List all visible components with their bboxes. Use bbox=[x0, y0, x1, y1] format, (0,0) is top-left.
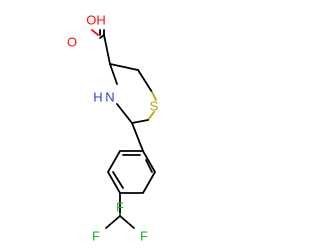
bond-n-c4 bbox=[109, 63, 118, 85]
bond-c4-c5 bbox=[109, 63, 139, 71]
bond-c2-n bbox=[116, 103, 133, 124]
bond-s-c2 bbox=[131, 119, 149, 124]
trifluoromethyl-group bbox=[105, 213, 135, 229]
bond-c5-s bbox=[137, 69, 153, 93]
hydroxyl-label: OH bbox=[86, 13, 106, 28]
amine-hydrogen-label: H bbox=[93, 90, 102, 105]
nitrogen-label: N bbox=[105, 90, 114, 105]
aromatic-hexagon bbox=[106, 150, 157, 194]
fluorine-right-label: F bbox=[140, 229, 148, 244]
bond-s-yellow bbox=[151, 91, 157, 101]
fluorine-top-label: F bbox=[116, 200, 124, 215]
fluorine-left-label: F bbox=[92, 229, 100, 244]
bond-s-c2-yellow bbox=[147, 111, 155, 121]
carboxyl-group bbox=[91, 29, 111, 65]
bond-c2-ring bbox=[131, 122, 144, 152]
sulfur-label: S bbox=[150, 99, 159, 114]
double-bond-2 bbox=[112, 171, 124, 189]
bond-oh-red bbox=[91, 29, 99, 36]
benzene-ring bbox=[106, 122, 157, 217]
carbonyl-oxygen-label: O bbox=[67, 35, 77, 50]
thiazolidine-ring bbox=[109, 63, 157, 124]
bond-c-alpha bbox=[103, 34, 111, 65]
double-bond-1 bbox=[145, 159, 153, 173]
bond-cf-right bbox=[119, 215, 135, 229]
structure-diagram: OH O H N S F F F bbox=[67, 13, 159, 244]
bond-cf-left bbox=[105, 215, 121, 229]
